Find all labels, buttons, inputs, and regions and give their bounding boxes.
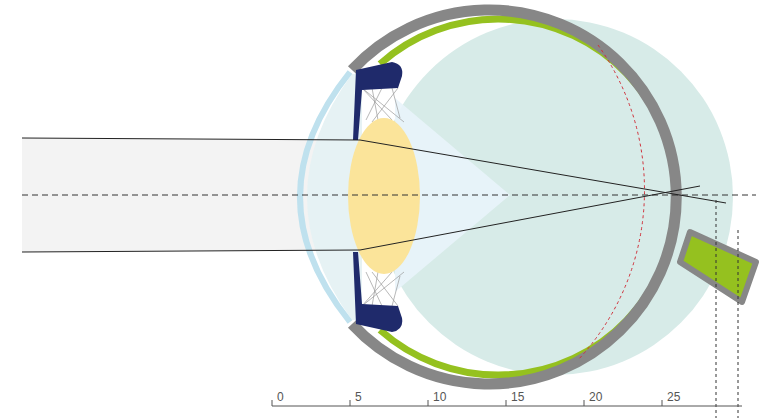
scale-number: 15 [510,391,525,403]
scale-number: 25 [666,391,681,403]
light-rays [22,138,726,252]
scale-number: 5 [354,391,363,403]
cornea [300,72,350,322]
drop-lines [716,200,738,418]
optic-nerve [680,232,756,302]
optical-axis [22,195,756,196]
scale-number: 20 [588,391,603,403]
lens [348,118,420,274]
scale-number: 10 [432,391,447,403]
scale-number: 0 [276,391,285,403]
